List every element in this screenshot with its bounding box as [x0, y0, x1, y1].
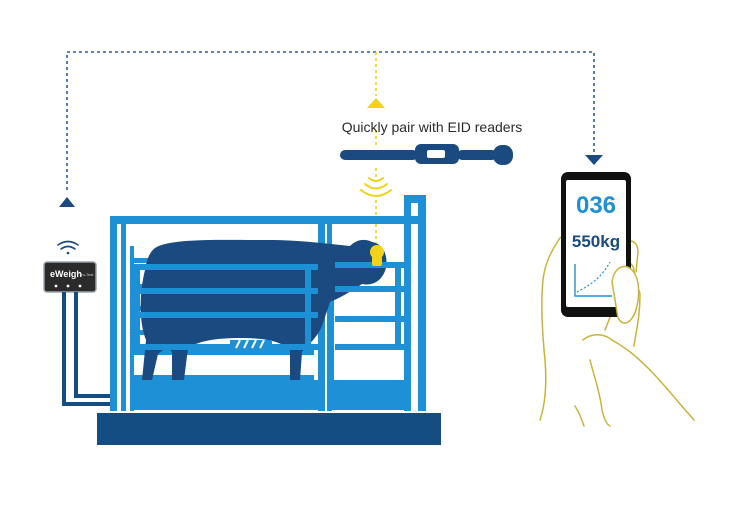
weight-trend-graph: [574, 261, 612, 297]
phone-weight-reading: 550kg: [572, 232, 620, 251]
bluetooth-connection-line: [66, 51, 595, 190]
thumb-outline: [611, 265, 640, 324]
crate-floor-left: [134, 380, 318, 410]
device-brand-label: eWeigh: [50, 269, 82, 279]
crate-latch: [230, 339, 272, 349]
arrow-up-icon: [367, 98, 385, 108]
arrow-up-icon: [59, 197, 75, 207]
eid-tag-icon: [370, 245, 384, 266]
wifi-icon: [57, 240, 79, 255]
eid-reader-wand: [340, 144, 513, 165]
scale-platform: [97, 413, 441, 445]
arrow-down-icon: [585, 155, 603, 165]
weigh-indicator-device: eWeigh Tru-Test: [43, 261, 97, 293]
load-bar-cable: [62, 292, 112, 406]
phone-tag-number: 036: [576, 192, 616, 219]
device-model-label: Tru-Test: [79, 272, 94, 277]
rfid-signal-icon: [360, 177, 392, 197]
caption-text: Quickly pair with EID readers: [342, 119, 523, 135]
crate-front-rails: [134, 262, 405, 350]
cow-silhouette: [140, 239, 387, 380]
crate-floor-right: [332, 380, 404, 410]
